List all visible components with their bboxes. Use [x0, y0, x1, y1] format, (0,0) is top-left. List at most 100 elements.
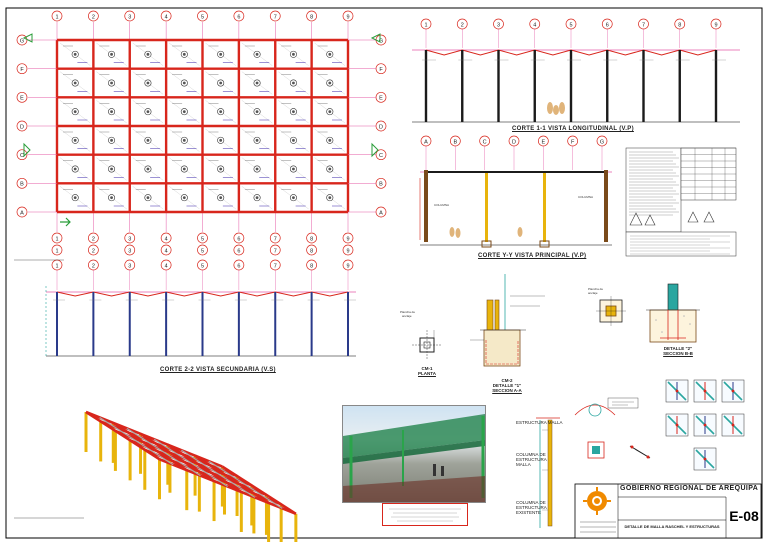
sheet-subject: DETALLE DE MALLA RASCHEL Y ESTRUCTURAS: [624, 524, 720, 529]
sec-grid-bubble-2-1: 1: [51, 259, 63, 271]
svg-text:C: C: [20, 153, 24, 159]
svg-text:7: 7: [642, 22, 645, 28]
section-bubble-G: G: [596, 135, 608, 147]
svg-text:3: 3: [128, 263, 131, 269]
grid-bubble-right-E: E: [375, 91, 387, 103]
svg-text:anclaje: anclaje: [402, 314, 412, 318]
svg-text:3: 3: [128, 14, 131, 20]
long-grid-bubble-8: 8: [674, 18, 686, 30]
grid-bubble-D: D: [16, 120, 28, 132]
svg-text:B: B: [453, 139, 457, 145]
svg-text:anclaje: anclaje: [588, 291, 598, 295]
grid-bubble-A: A: [16, 206, 28, 218]
svg-text:1: 1: [55, 236, 58, 242]
sec-grid-bubble-2-6: 6: [233, 259, 245, 271]
svg-text:5: 5: [201, 263, 204, 269]
grid-bubble-bottom-4: 4: [160, 232, 172, 244]
svg-text:E: E: [541, 139, 545, 145]
sec-grid-bubble-2-5: 5: [197, 259, 208, 271]
svg-text:9: 9: [346, 248, 349, 254]
svg-text:D: D: [20, 124, 24, 130]
sec-grid-bubble-6: 6: [233, 244, 245, 256]
render-note-box: [382, 503, 468, 526]
svg-text:1: 1: [55, 263, 58, 269]
svg-text:1: 1: [55, 14, 58, 20]
grid-bubble-bottom-8: 8: [306, 232, 317, 244]
caption-cercha-longitudinal: CORTE 1-1 VISTA LONGITUDINAL (V.P): [512, 126, 634, 132]
isometric-3d-model: [84, 410, 298, 542]
svg-text:9: 9: [714, 22, 717, 28]
svg-text:G: G: [600, 139, 604, 145]
svg-text:9: 9: [346, 263, 349, 269]
connection-details: Plancha de anclaje Plancha de anclaje: [400, 274, 700, 367]
section-bubble-E: E: [537, 135, 549, 147]
logo-icon: [583, 487, 611, 515]
svg-text:D: D: [379, 124, 383, 130]
sec-grid-bubble-2-3: 3: [124, 259, 136, 271]
svg-text:5: 5: [201, 14, 204, 20]
sec-grid-bubble-1: 1: [51, 244, 63, 256]
long-grid-bubble-5: 5: [565, 18, 577, 30]
svg-text:3: 3: [128, 248, 131, 254]
plate-details: [574, 397, 651, 459]
sec-grid-bubble-8: 8: [306, 244, 317, 256]
svg-text:1: 1: [424, 22, 427, 28]
detail2-label-block: DETALLE "2" SECCION B-B: [658, 346, 698, 356]
grid-bubble-4: 4: [160, 10, 172, 22]
detail1-label: DETALLE "1": [492, 383, 522, 388]
grid-bubble-5: 5: [197, 10, 208, 22]
grid-bubble-right-A: A: [375, 206, 387, 218]
north-arrow-right: [371, 142, 379, 158]
title-block: [574, 483, 762, 539]
svg-text:A: A: [20, 210, 24, 216]
svg-text:4: 4: [165, 263, 168, 269]
human-figures: [547, 102, 565, 115]
sec-grid-bubble-2-7: 7: [269, 259, 281, 271]
grid-bubble-F: F: [16, 63, 28, 75]
svg-text:6: 6: [606, 22, 609, 28]
svg-text:5: 5: [569, 22, 572, 28]
svg-text:COLUMNA: COLUMNA: [578, 195, 593, 199]
svg-text:E: E: [379, 96, 383, 102]
column-elevation-detail: [536, 417, 560, 528]
sec-grid-bubble-2-8: 8: [306, 259, 317, 271]
svg-text:8: 8: [310, 236, 313, 242]
plan-grid-frame: [28, 22, 376, 232]
general-notes-block: [625, 147, 737, 257]
section-bubble-A: A: [420, 135, 432, 147]
svg-text:4: 4: [533, 22, 536, 28]
section-arrow-icon: [60, 217, 71, 227]
sec-grid-bubble-4: 4: [160, 244, 172, 256]
sec-grid-bubble-2-2: 2: [88, 259, 99, 271]
section-bubble-B: B: [449, 135, 461, 147]
grid-bubble-bottom-6: 6: [233, 232, 245, 244]
grid-bubble-8: 8: [306, 10, 317, 22]
grid-bubble-B: B: [16, 177, 28, 189]
long-grid-bubble-6: 6: [601, 18, 613, 30]
svg-text:9: 9: [346, 236, 349, 242]
svg-text:8: 8: [678, 22, 681, 28]
sec-grid-bubble-2-9: 9: [342, 259, 354, 271]
svg-text:7: 7: [274, 248, 277, 254]
long-grid-bubble-7: 7: [638, 18, 649, 30]
cm2-label: CM-2: [501, 378, 513, 383]
svg-text:4: 4: [165, 236, 168, 242]
svg-text:6: 6: [237, 236, 240, 242]
svg-text:4: 4: [165, 248, 168, 254]
svg-text:B: B: [20, 182, 24, 188]
grid-bubble-bottom-3: 3: [124, 232, 136, 244]
svg-text:E: E: [20, 96, 24, 102]
svg-text:2: 2: [92, 263, 95, 269]
grid-bubble-right-D: D: [375, 120, 387, 132]
svg-text:5: 5: [201, 248, 204, 254]
cm1-sublabel: PLANTA: [418, 371, 436, 376]
svg-text:1: 1: [55, 248, 58, 254]
svg-text:C: C: [483, 139, 487, 145]
grid-bubble-7: 7: [269, 10, 281, 22]
cm1-detail-label: CM-1 PLANTA: [414, 366, 440, 376]
